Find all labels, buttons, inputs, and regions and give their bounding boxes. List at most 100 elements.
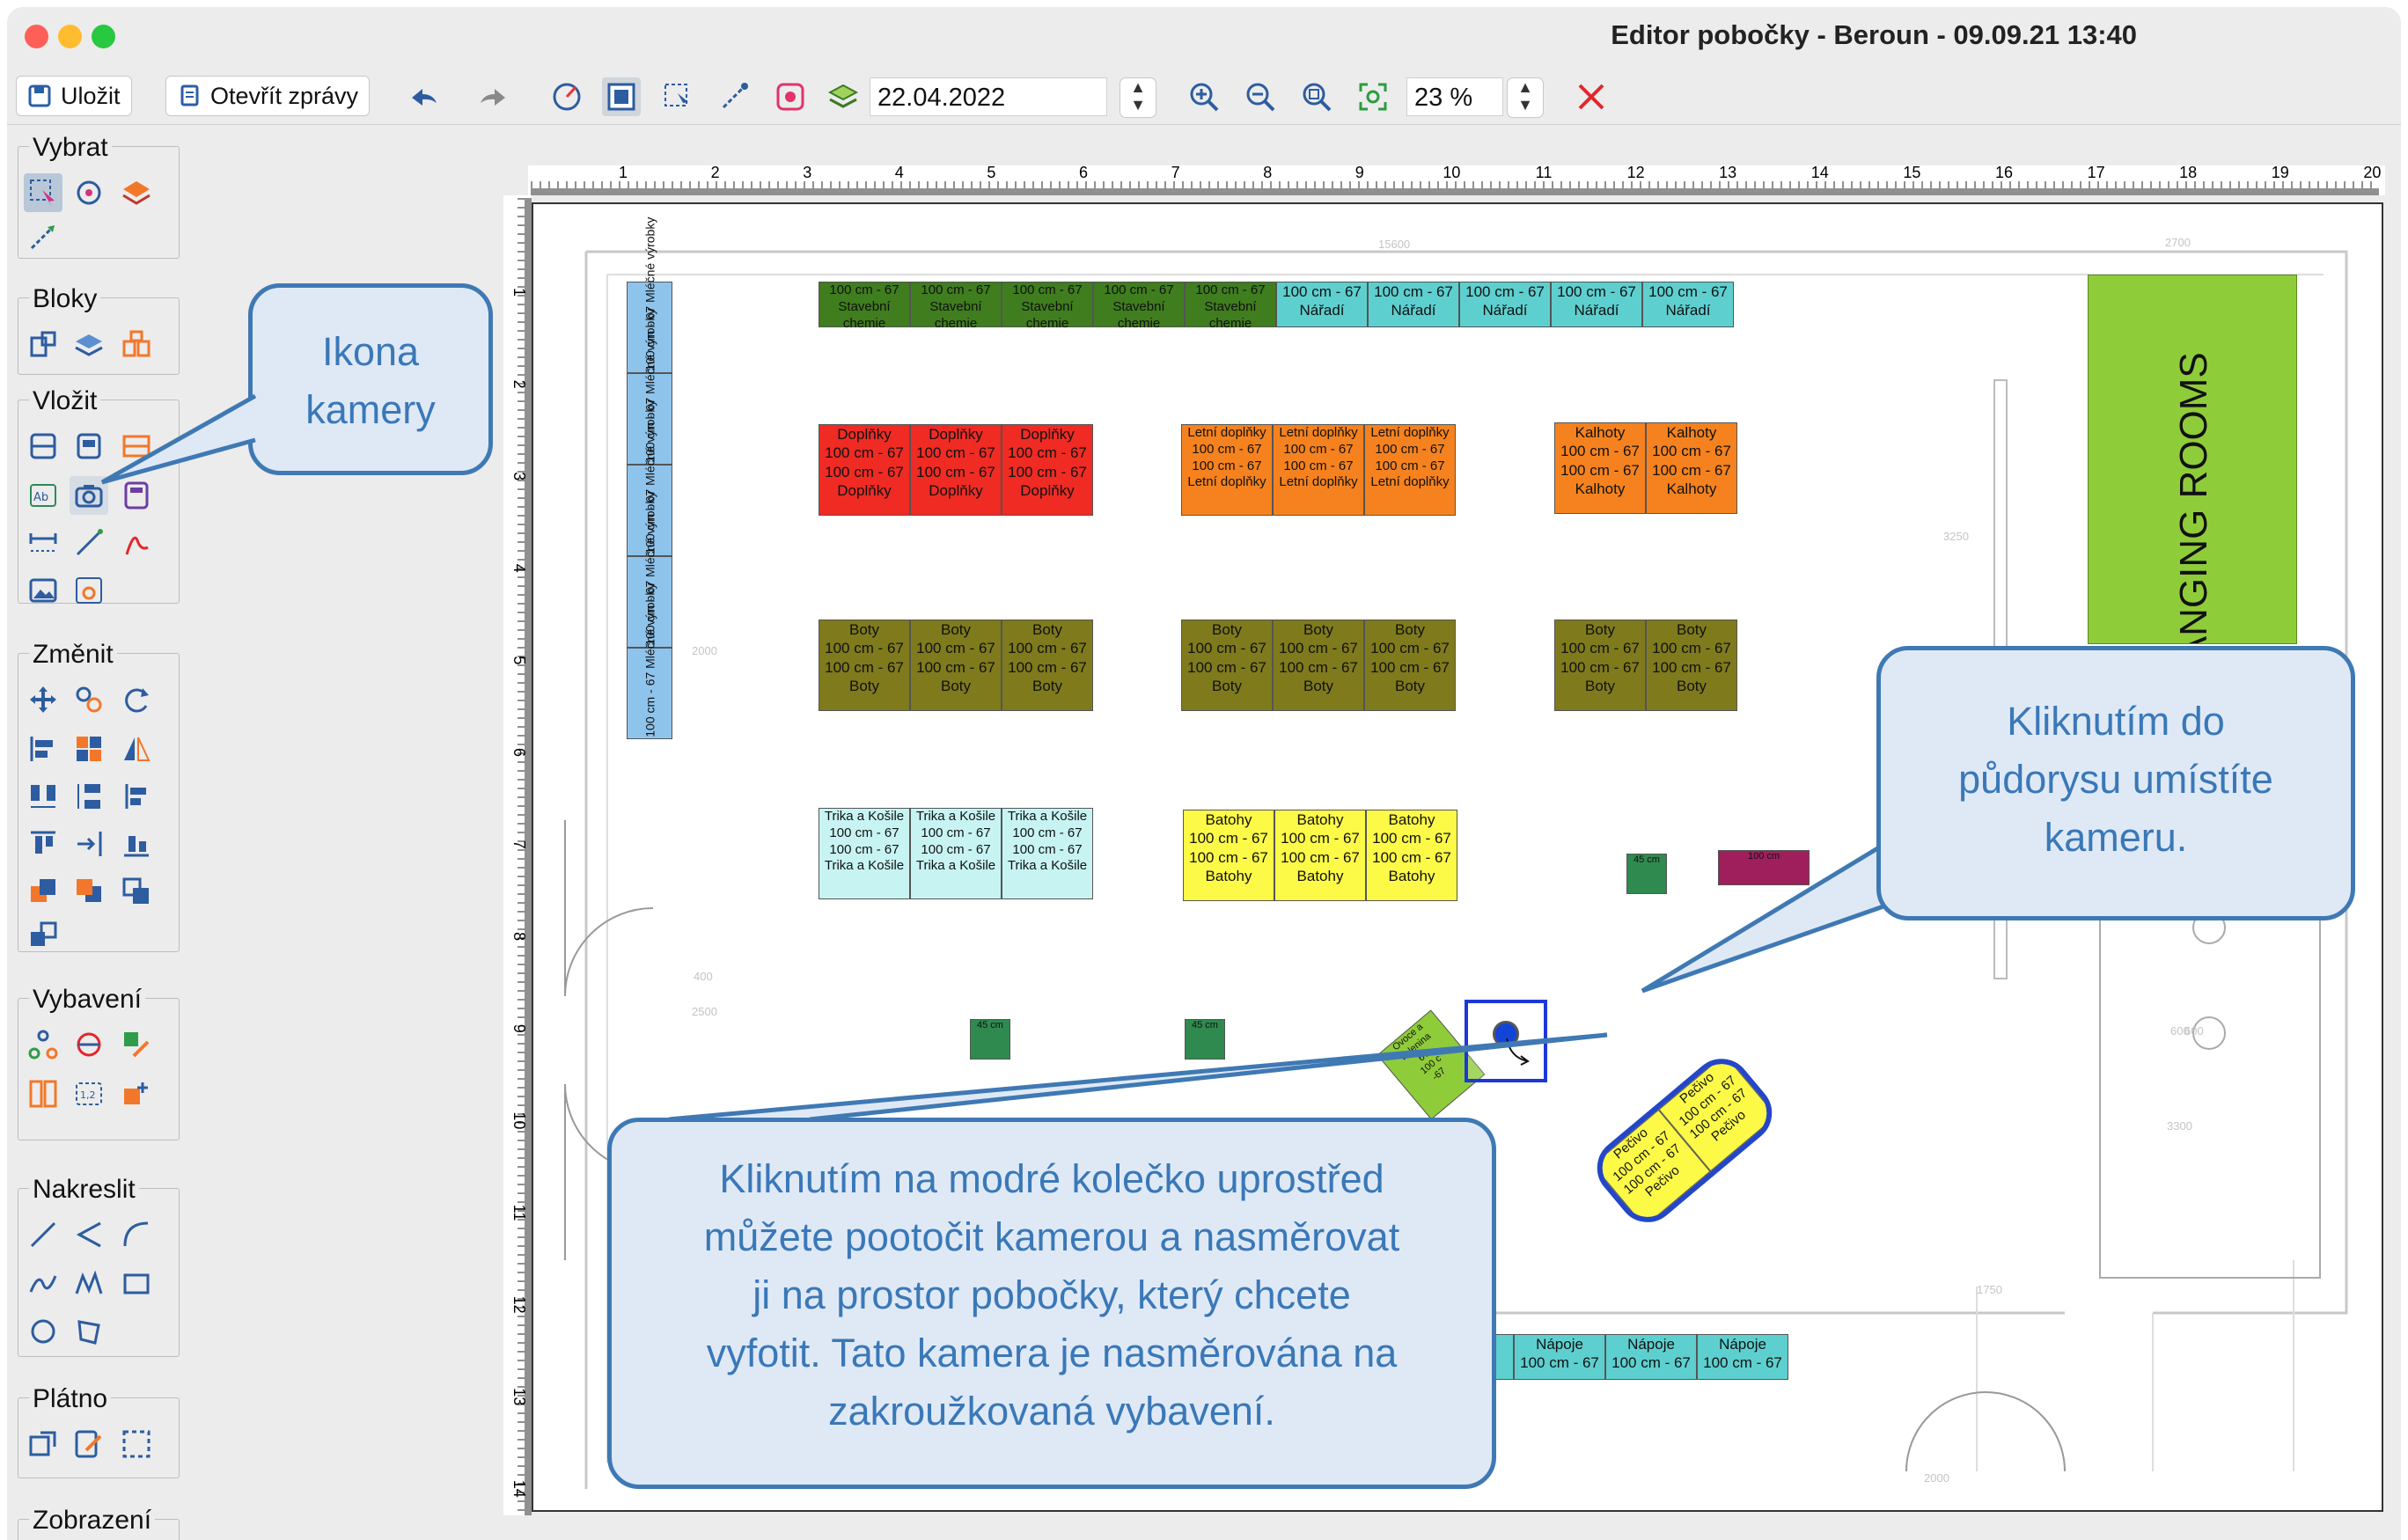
canvas-size-icon[interactable] xyxy=(24,1425,62,1463)
rotate-icon[interactable] xyxy=(117,680,156,719)
changing-rooms-block[interactable]: CHANGING ROOMS xyxy=(2088,275,2297,644)
draw-polyline-icon[interactable] xyxy=(70,1215,108,1254)
select-tool-icon[interactable] xyxy=(24,173,62,212)
snap-grid-icon[interactable] xyxy=(602,77,641,116)
bring-front-icon[interactable] xyxy=(24,872,62,911)
arrange-grid-icon[interactable] xyxy=(70,730,108,768)
draw-polygon-icon[interactable] xyxy=(70,1312,108,1351)
close-icon[interactable] xyxy=(1572,77,1611,116)
fixture-45cm[interactable]: 45 cm xyxy=(1626,854,1667,894)
move-icon[interactable] xyxy=(24,680,62,719)
distribute-h-icon[interactable] xyxy=(24,777,62,816)
camera-icon[interactable] xyxy=(70,476,108,515)
fixture-45cm[interactable]: 45 cm xyxy=(1185,1019,1225,1060)
wall-shelf-icon[interactable] xyxy=(117,427,156,466)
align-left-icon[interactable] xyxy=(24,730,62,768)
calculator-icon[interactable] xyxy=(117,476,156,515)
close-window-button[interactable] xyxy=(25,25,48,48)
send-back-icon[interactable] xyxy=(70,872,108,911)
fixture-45cm[interactable]: 45 cm xyxy=(970,1019,1010,1060)
zoom-out-icon[interactable] xyxy=(1241,77,1280,116)
equipment-add-icon[interactable] xyxy=(117,1074,156,1113)
distribute-v-icon[interactable] xyxy=(70,777,108,816)
rotate-tool-icon[interactable] xyxy=(547,77,586,116)
redo-icon[interactable] xyxy=(474,77,512,116)
canvas-grid-icon[interactable] xyxy=(117,1425,156,1463)
layers-icon[interactable] xyxy=(824,77,863,116)
align-right-icon[interactable] xyxy=(117,777,156,816)
fixture-mlecne-vyrobky[interactable]: 100 cm - 67 Mléčné výrobky xyxy=(627,309,672,465)
shelf-icon[interactable] xyxy=(24,427,62,466)
equipment-tree-icon[interactable] xyxy=(24,1025,62,1064)
draw-circle-icon[interactable] xyxy=(24,1312,62,1351)
open-reports-button[interactable]: Otevřít zprávy xyxy=(165,76,371,116)
svg-icon[interactable] xyxy=(70,571,108,610)
minimize-window-button[interactable] xyxy=(58,25,82,48)
fixture-mlecne-vyrobky[interactable]: 100 cm - 67 Mléčné výrobky xyxy=(627,400,672,556)
zoom-window-button[interactable] xyxy=(92,25,115,48)
zoom-fit-icon[interactable] xyxy=(1297,77,1336,116)
zoom-stepper[interactable]: ▲▼ xyxy=(1507,77,1544,118)
select-area-icon[interactable] xyxy=(658,77,697,116)
duplicate-icon[interactable] xyxy=(70,680,108,719)
pdf-icon[interactable] xyxy=(117,524,156,562)
fixture-100cm[interactable]: 100 cm xyxy=(1718,850,1810,885)
image-icon[interactable] xyxy=(24,571,62,610)
fit-page-icon[interactable] xyxy=(1354,77,1392,116)
text-icon[interactable]: Ab xyxy=(24,476,62,515)
equipment-list-icon[interactable] xyxy=(24,1074,62,1113)
group-objects-icon[interactable] xyxy=(117,872,156,911)
equipment-numbering-icon[interactable]: 1,2 xyxy=(70,1074,108,1113)
align-top-icon[interactable] xyxy=(24,825,62,863)
mirror-icon[interactable] xyxy=(117,730,156,768)
gondola-icon[interactable] xyxy=(70,427,108,466)
target-icon[interactable] xyxy=(70,173,108,212)
layer-select-icon[interactable] xyxy=(117,173,156,212)
equipment-edit-icon[interactable] xyxy=(117,1025,156,1064)
undo-icon[interactable] xyxy=(405,77,444,116)
draw-rectangle-icon[interactable] xyxy=(117,1265,156,1303)
save-button[interactable]: Uložit xyxy=(16,76,132,116)
zoom-in-icon[interactable] xyxy=(1185,77,1223,116)
pointer-path-icon[interactable] xyxy=(24,217,62,256)
draw-curve-icon[interactable] xyxy=(24,1265,62,1303)
block-icon[interactable] xyxy=(24,325,62,363)
draw-arc-icon[interactable] xyxy=(117,1215,156,1254)
align-bottom-icon[interactable] xyxy=(117,825,156,863)
date-stepper[interactable]: ▲▼ xyxy=(1120,77,1156,118)
zoom-field[interactable]: 23 % xyxy=(1406,77,1503,116)
draw-line-icon[interactable] xyxy=(24,1215,62,1254)
fixture-mlecne-vyrobky[interactable]: 100 cm - 67 Mléčné výrobky xyxy=(627,217,672,373)
block-layers-icon[interactable] xyxy=(70,325,108,363)
move-right-icon[interactable] xyxy=(70,825,108,863)
equipment-link-icon[interactable] xyxy=(70,1025,108,1064)
